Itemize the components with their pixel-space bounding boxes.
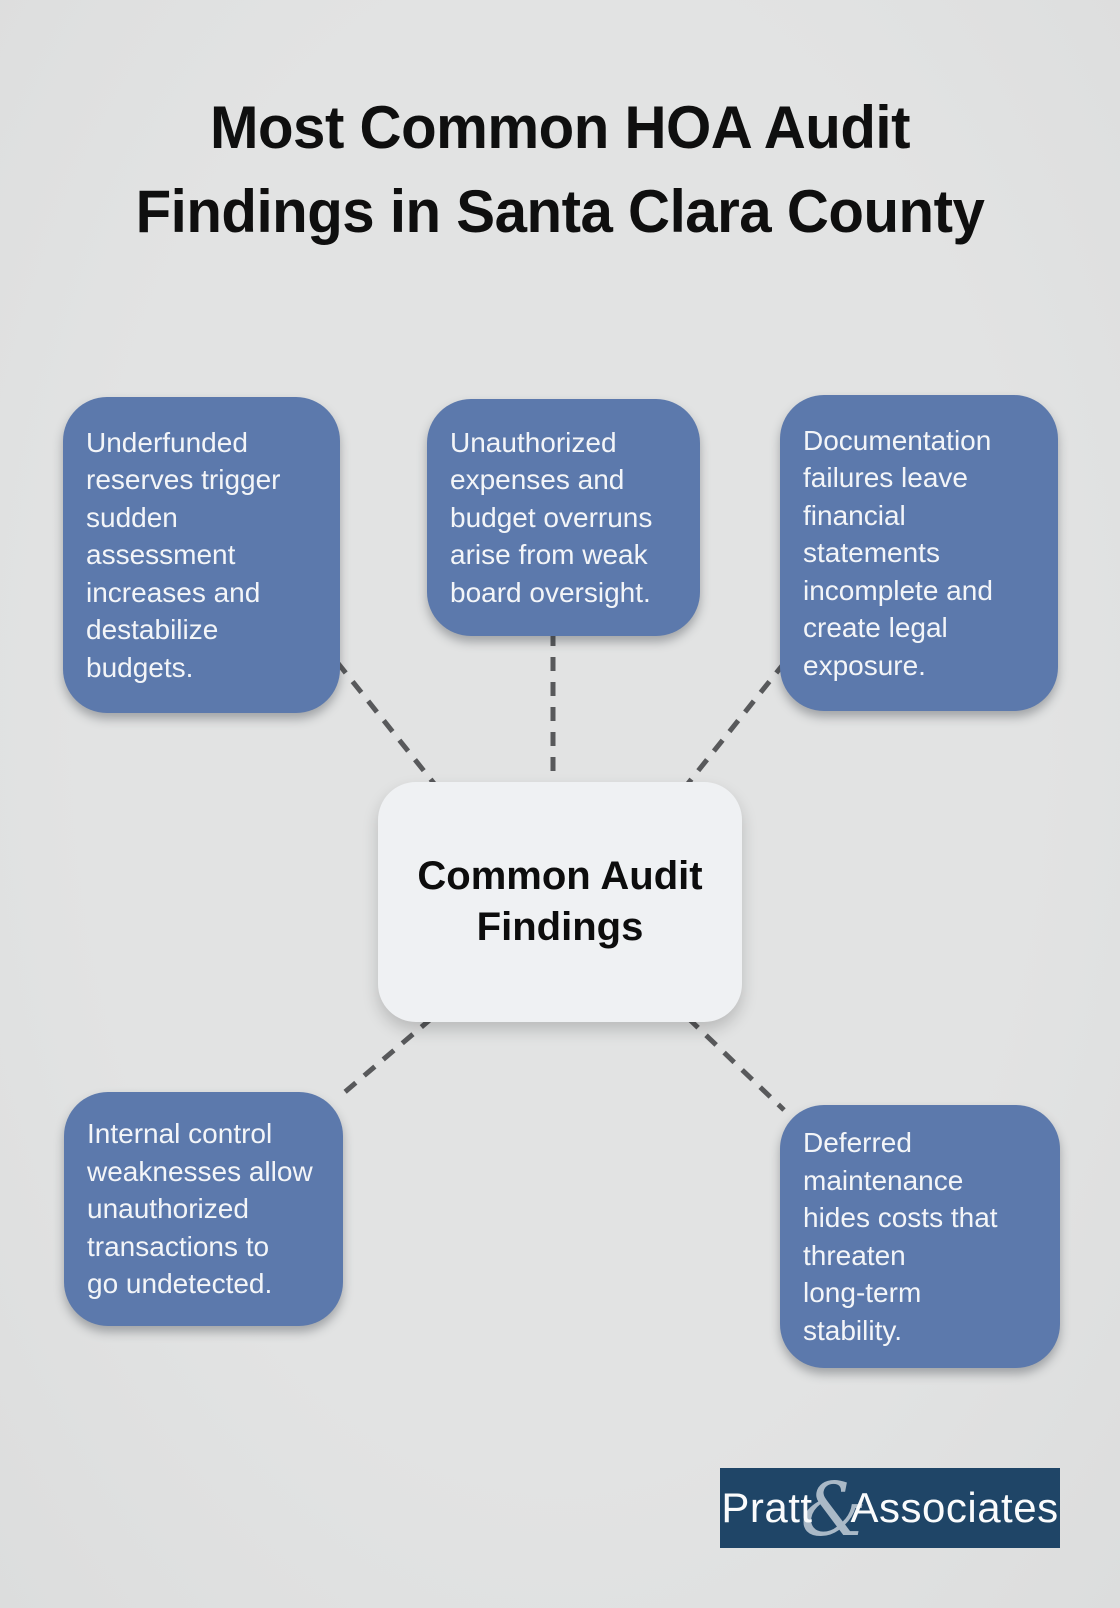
page-title: Most Common HOA Audit Findings in Santa … [135,94,985,245]
logo-text-associates: Associates [850,1484,1059,1531]
logo-ampersand-icon: & [800,1467,867,1553]
finding-box-underfunded-reserves: Underfunded reserves trigger sudden asse… [63,397,340,713]
finding-box-internal-control-weaknesses: Internal control weaknesses allow unauth… [64,1092,343,1326]
finding-text-underfunded-reserves: Underfunded reserves trigger sudden asse… [86,426,281,683]
connector-bottom-left [337,1016,434,1099]
connector-top-left [335,660,438,788]
finding-text-documentation-failures: Documentation failures leave financial s… [803,424,993,681]
center-node: Common Audit Findings [378,782,742,1022]
center-node-label: Common Audit Findings [417,854,703,949]
connector-bottom-right [686,1016,786,1112]
finding-text-internal-control-weaknesses: Internal control weaknesses allow unauth… [87,1118,313,1300]
finding-box-documentation-failures: Documentation failures leave financial s… [780,395,1058,711]
finding-text-deferred-maintenance: Deferred maintenance hides costs that th… [803,1127,998,1346]
logo-pratt-associates: Pratt & Associates [720,1468,1060,1548]
logo-text-pratt: Pratt [721,1484,813,1531]
finding-text-unauthorized-expenses: Unauthorized expenses and budget overrun… [450,426,653,608]
connector-top-right [684,660,787,788]
finding-box-unauthorized-expenses: Unauthorized expenses and budget overrun… [427,399,700,636]
finding-box-deferred-maintenance: Deferred maintenance hides costs that th… [780,1105,1060,1368]
